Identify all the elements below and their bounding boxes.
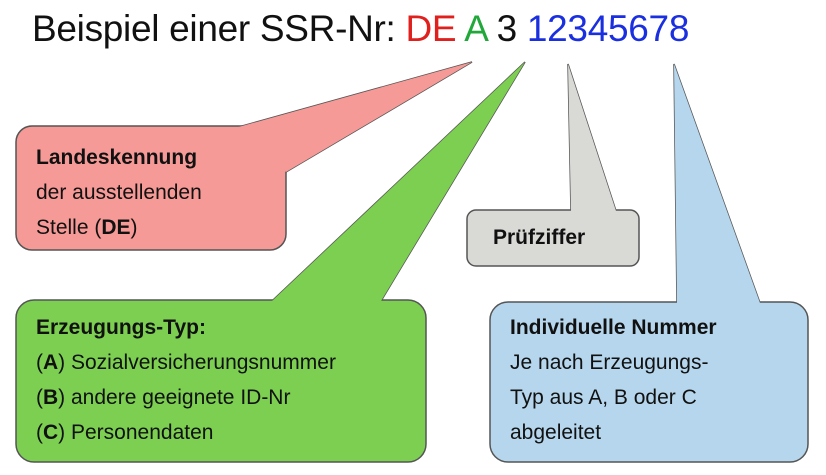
- item-code: C: [43, 421, 59, 444]
- red-line3-prefix: Stelle (: [36, 216, 102, 239]
- blue-callout-text: Individuelle Nummer Je nach Erzeugungs- …: [510, 310, 717, 450]
- green-heading: Erzeugungs-Typ:: [36, 316, 206, 339]
- blue-heading: Individuelle Nummer: [510, 316, 717, 339]
- title-country-code: DE: [405, 8, 457, 49]
- green-callout: [15, 299, 427, 463]
- blue-callout: [489, 301, 809, 463]
- red-line3-suffix: ): [130, 216, 138, 239]
- blue-line2: Je nach Erzeugungs-: [510, 351, 709, 374]
- blue-line4: abgeleitet: [510, 421, 602, 444]
- item-text: Personendaten: [71, 421, 214, 444]
- title-prefix: Beispiel einer SSR-Nr:: [32, 8, 396, 49]
- green-item: (B) andere geeignete ID-Nr: [36, 386, 291, 409]
- green-item: (A) Sozialversicherungsnummer: [36, 351, 336, 374]
- item-code: A: [43, 351, 59, 374]
- red-callout-text: Landeskennung der ausstellenden Stelle (…: [36, 140, 202, 245]
- gray-callout: [466, 209, 640, 267]
- blue-line3: Typ aus A, B oder C: [510, 386, 697, 409]
- green-callout-text: Erzeugungs-Typ: (A) Sozialversicherungsn…: [36, 310, 336, 450]
- title-check-digit: 3: [496, 8, 518, 49]
- red-callout: [15, 125, 287, 251]
- red-line2: der ausstellenden: [36, 181, 202, 204]
- item-text: andere geeignete ID-Nr: [71, 386, 291, 409]
- gray-label: Prüfziffer: [493, 226, 586, 249]
- gray-callout-text: Prüfziffer: [493, 220, 585, 255]
- item-code: B: [43, 386, 59, 409]
- red-line3-bold: DE: [101, 216, 131, 239]
- diagram-title: Beispiel einer SSR-Nr: DE A 3 12345678: [32, 8, 689, 50]
- title-individual-number: 12345678: [526, 8, 690, 49]
- green-item: (C) Personendaten: [36, 421, 214, 444]
- red-heading: Landeskennung: [36, 146, 198, 169]
- title-type-code: A: [464, 8, 487, 49]
- item-text: Sozialversicherungsnummer: [71, 351, 336, 374]
